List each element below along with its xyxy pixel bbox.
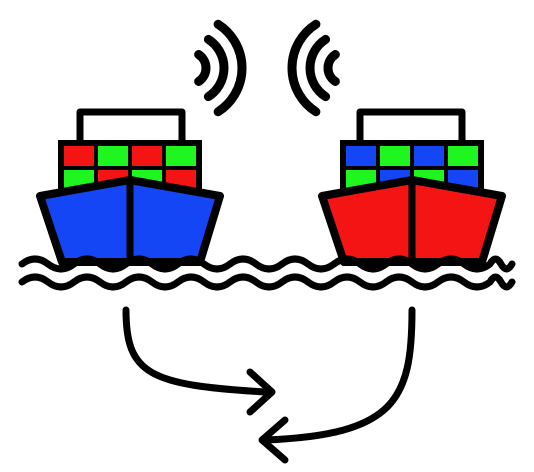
signal-waves-right-icon: [292, 24, 335, 112]
right-ship: [322, 112, 502, 262]
left-ship-container: [98, 146, 128, 166]
right-ship-container: [448, 146, 478, 166]
right-ship-container: [380, 146, 410, 166]
left-ship: [40, 112, 220, 262]
wave-line: [22, 259, 512, 269]
signal-arc: [208, 39, 224, 96]
exchange-arrows-icon: [126, 310, 412, 460]
signal-arc: [328, 55, 335, 82]
wave-line: [22, 277, 512, 287]
arrow-left-to-right: [126, 310, 265, 392]
left-ship-container: [132, 146, 162, 166]
right-ship-container: [414, 146, 444, 166]
right-ship-container: [346, 146, 376, 166]
left-ship-container: [166, 146, 196, 166]
water-waves: [22, 259, 512, 287]
signal-arc: [199, 55, 206, 82]
signal-arc: [310, 39, 326, 96]
left-ship-container: [64, 146, 94, 166]
signal-waves-left-icon: [199, 24, 242, 112]
